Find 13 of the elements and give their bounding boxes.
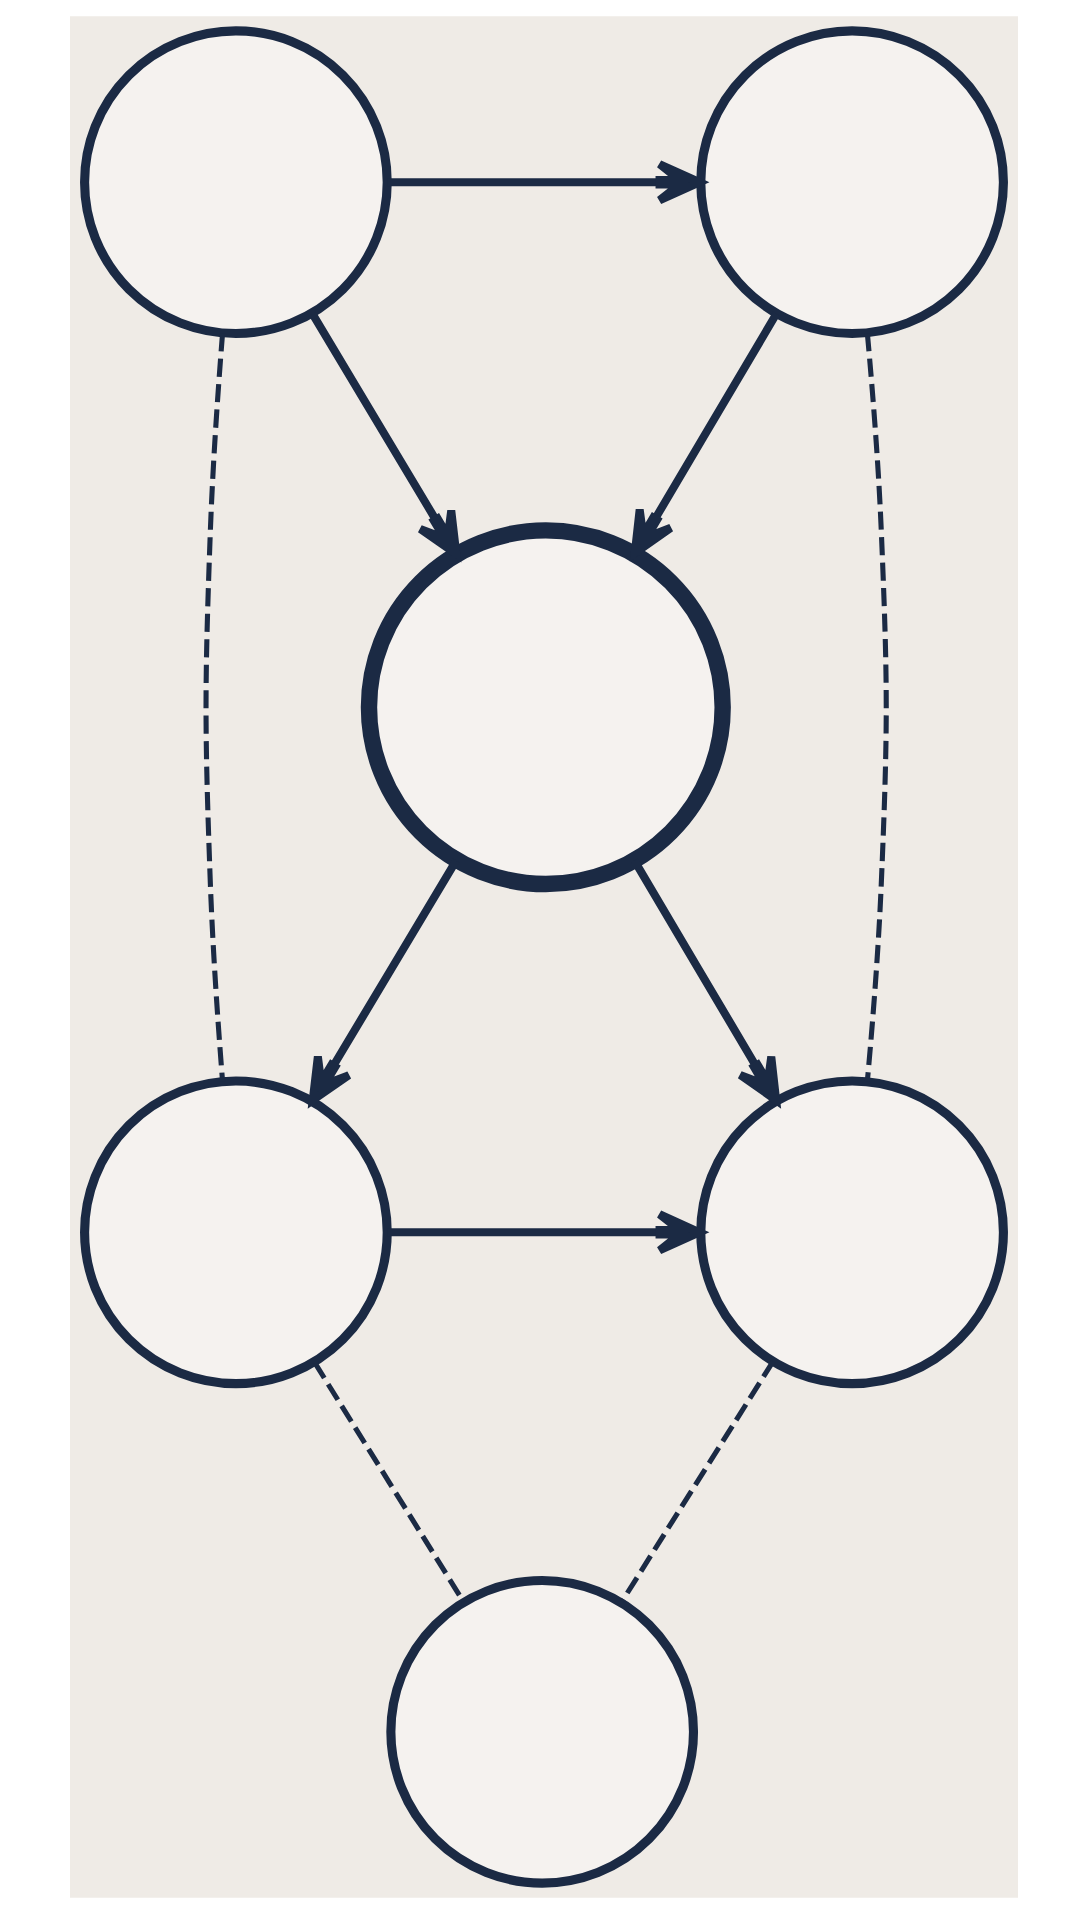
arrow xyxy=(387,160,704,205)
arrow xyxy=(387,1210,704,1255)
node-circle xyxy=(696,26,1008,339)
node-circle xyxy=(386,1575,699,1888)
node-circle xyxy=(80,26,392,339)
connector xyxy=(203,333,226,1082)
node-circle xyxy=(696,1076,1008,1389)
arrow xyxy=(630,311,780,558)
connector xyxy=(620,1360,776,1603)
node-circle xyxy=(80,1076,392,1389)
arrow xyxy=(309,311,461,559)
node-circle xyxy=(360,522,731,893)
connector xyxy=(864,333,889,1082)
